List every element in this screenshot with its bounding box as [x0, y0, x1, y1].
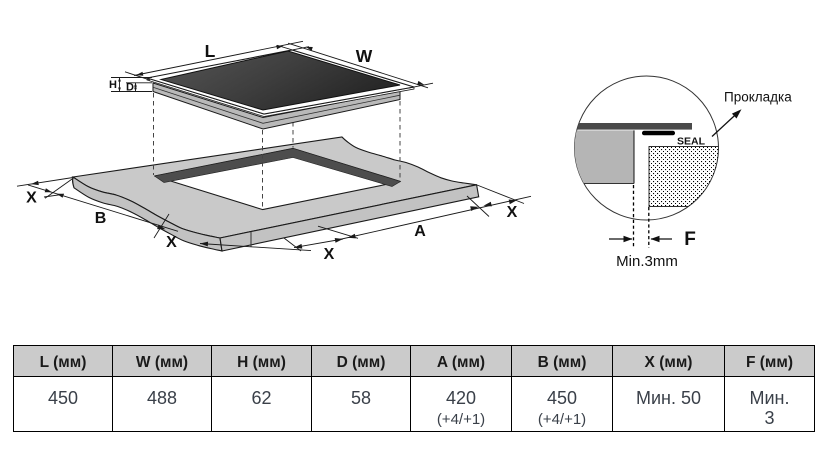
svg-text:Прокладка: Прокладка: [724, 90, 792, 105]
svg-text:X: X: [26, 190, 37, 207]
svg-text:D: D: [126, 82, 134, 94]
svg-text:SEAL: SEAL: [677, 136, 706, 148]
svg-text:H: H: [109, 79, 117, 91]
svg-text:L: L: [205, 41, 216, 61]
svg-text:F: F: [684, 229, 696, 250]
svg-text:X: X: [166, 234, 177, 251]
svg-text:A: A: [414, 223, 426, 240]
svg-text:X: X: [324, 246, 335, 263]
svg-text:X: X: [507, 204, 518, 221]
svg-text:Min.3mm: Min.3mm: [616, 253, 678, 270]
svg-text:B: B: [95, 210, 107, 227]
svg-text:W: W: [356, 46, 373, 66]
